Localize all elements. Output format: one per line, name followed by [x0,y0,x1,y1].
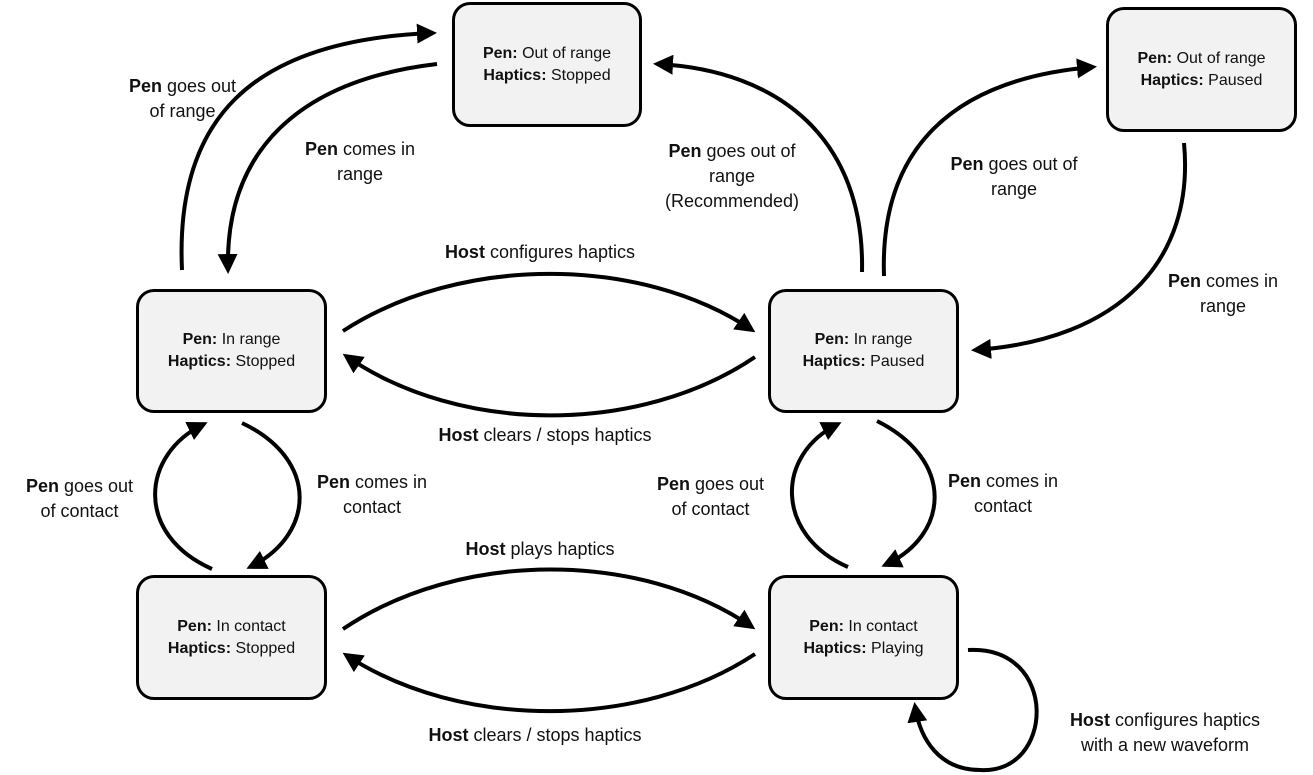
pen-key: Pen: [177,617,212,635]
label-line: plays haptics [510,539,615,559]
arrow-op-to-rp [971,142,1188,359]
pen-value: In contact [216,617,286,635]
state-in-contact-playing: Pen: In contact Haptics: Playing [768,575,959,700]
label-host-clears-stops-haptics-bottom: Host clears / stops haptics [395,723,675,748]
pen-value: Out of range [522,44,612,62]
label-pen-comes-in-range-right: Pen comes in range [1148,269,1298,319]
label-pen-comes-in-contact-left: Pen comes in contact [302,470,442,520]
state-out-of-range-paused: Pen: Out of range Haptics: Paused [1106,7,1297,132]
actor: Pen [304,139,338,159]
actor: Pen [656,474,690,494]
state-in-contact-stopped: Pen: In contact Haptics: Stopped [136,575,327,700]
label-line: range [1199,296,1247,316]
haptics-key: Haptics: [1140,71,1204,89]
actor: Host [465,539,506,559]
label-line: range [990,179,1038,199]
haptics-value: Stopped [235,639,296,657]
haptics-value: Paused [870,353,925,370]
haptics-key: Haptics: [803,639,867,657]
pen-value: In contact [848,617,918,635]
haptics-value: Paused [1208,71,1263,89]
state-in-range-stopped: Pen: In range Haptics: Stopped [136,289,327,413]
label-pen-goes-out-of-contact-left: Pen goes out of contact [7,474,152,524]
label-line: goes out [166,76,237,96]
label-host-configures-new-waveform: Host configures haptics with a new wavef… [1050,708,1280,758]
pen-value: Out of range [1176,49,1266,67]
haptics-key: Haptics: [167,353,232,370]
label-pen-comes-in-contact-right: Pen comes in contact [933,469,1073,519]
haptics-value: Stopped [235,353,296,370]
state-out-of-range-stopped: Pen: Out of range Haptics: Stopped [452,2,642,127]
label-line: clears / stops haptics [473,725,642,745]
label-line: configures haptics [489,242,636,262]
label-host-configures-haptics: Host configures haptics [410,240,670,265]
label-line: goes out [694,474,765,494]
actor: Pen [1167,271,1201,291]
haptics-value: Stopped [550,66,611,84]
pen-key: Pen: [482,44,518,62]
pen-key: Pen: [182,331,218,348]
label-line: (Recommended) [664,191,800,211]
actor: Pen [25,476,59,496]
label-pen-goes-out-of-range-right: Pen goes out of range [934,152,1094,202]
label-line: goes out of [988,154,1078,174]
state-in-range-paused: Pen: In range Haptics: Paused [768,289,959,413]
actor: Pen [668,141,702,161]
actor: Host [444,242,485,262]
label-line: contact [973,496,1033,516]
actor: Pen [947,471,981,491]
label-pen-goes-out-of-range-left: Pen goes out of range [110,74,255,124]
arrow-rp-to-op [881,58,1097,277]
actor: Host [1069,710,1110,730]
actor: Host [438,425,479,445]
label-line: comes in [1206,271,1279,291]
actor: Pen [316,472,350,492]
actor: Host [428,725,469,745]
pen-key: Pen: [814,331,850,348]
label-line: clears / stops haptics [483,425,652,445]
haptics-key: Haptics: [483,66,547,84]
pen-key: Pen: [1137,49,1173,67]
label-line: range [336,164,384,184]
arrow-cp-self [907,647,1039,773]
label-pen-comes-in-range-left: Pen comes in range [285,137,435,187]
label-line: of contact [671,499,750,519]
arrow-rs-to-cs [241,421,302,569]
label-line: comes in [343,139,416,159]
arrow-cp-to-rp [790,422,849,569]
label-line: with a new waveform [1080,735,1250,755]
label-line: of contact [40,501,119,521]
label-host-plays-haptics: Host plays haptics [430,537,650,562]
arrow-cs-to-rs [153,421,213,571]
label-pen-goes-out-of-range-recommended: Pen goes out of range (Recommended) [652,139,812,214]
actor: Pen [950,154,984,174]
arrow-rs-to-os [179,23,437,271]
label-line: goes out of [706,141,796,161]
label-host-clears-stops-haptics-top: Host clears / stops haptics [405,423,685,448]
label-line: range [708,166,756,186]
label-pen-goes-out-of-contact-right: Pen goes out of contact [638,472,783,522]
arrow-rs-to-rp [341,271,756,333]
actor: Pen [128,76,162,96]
arrow-rp-to-cp [876,419,937,568]
arrow-rp-to-os [653,54,865,273]
haptics-value: Playing [871,639,924,657]
haptics-key: Haptics: [802,353,866,370]
pen-key: Pen: [809,617,844,635]
label-line: contact [342,497,402,517]
pen-value: In range [221,331,281,348]
pen-value: In range [853,331,913,348]
label-line: of range [149,101,216,121]
label-line: comes in [986,471,1059,491]
arrow-cp-to-cs [342,652,757,714]
label-line: configures haptics [1114,710,1261,730]
arrow-rp-to-rs [342,353,757,418]
label-line: goes out [63,476,134,496]
arrow-os-to-rs [217,62,438,274]
arrow-cs-to-cp [341,567,756,631]
haptics-key: Haptics: [167,639,232,657]
label-line: comes in [355,472,428,492]
